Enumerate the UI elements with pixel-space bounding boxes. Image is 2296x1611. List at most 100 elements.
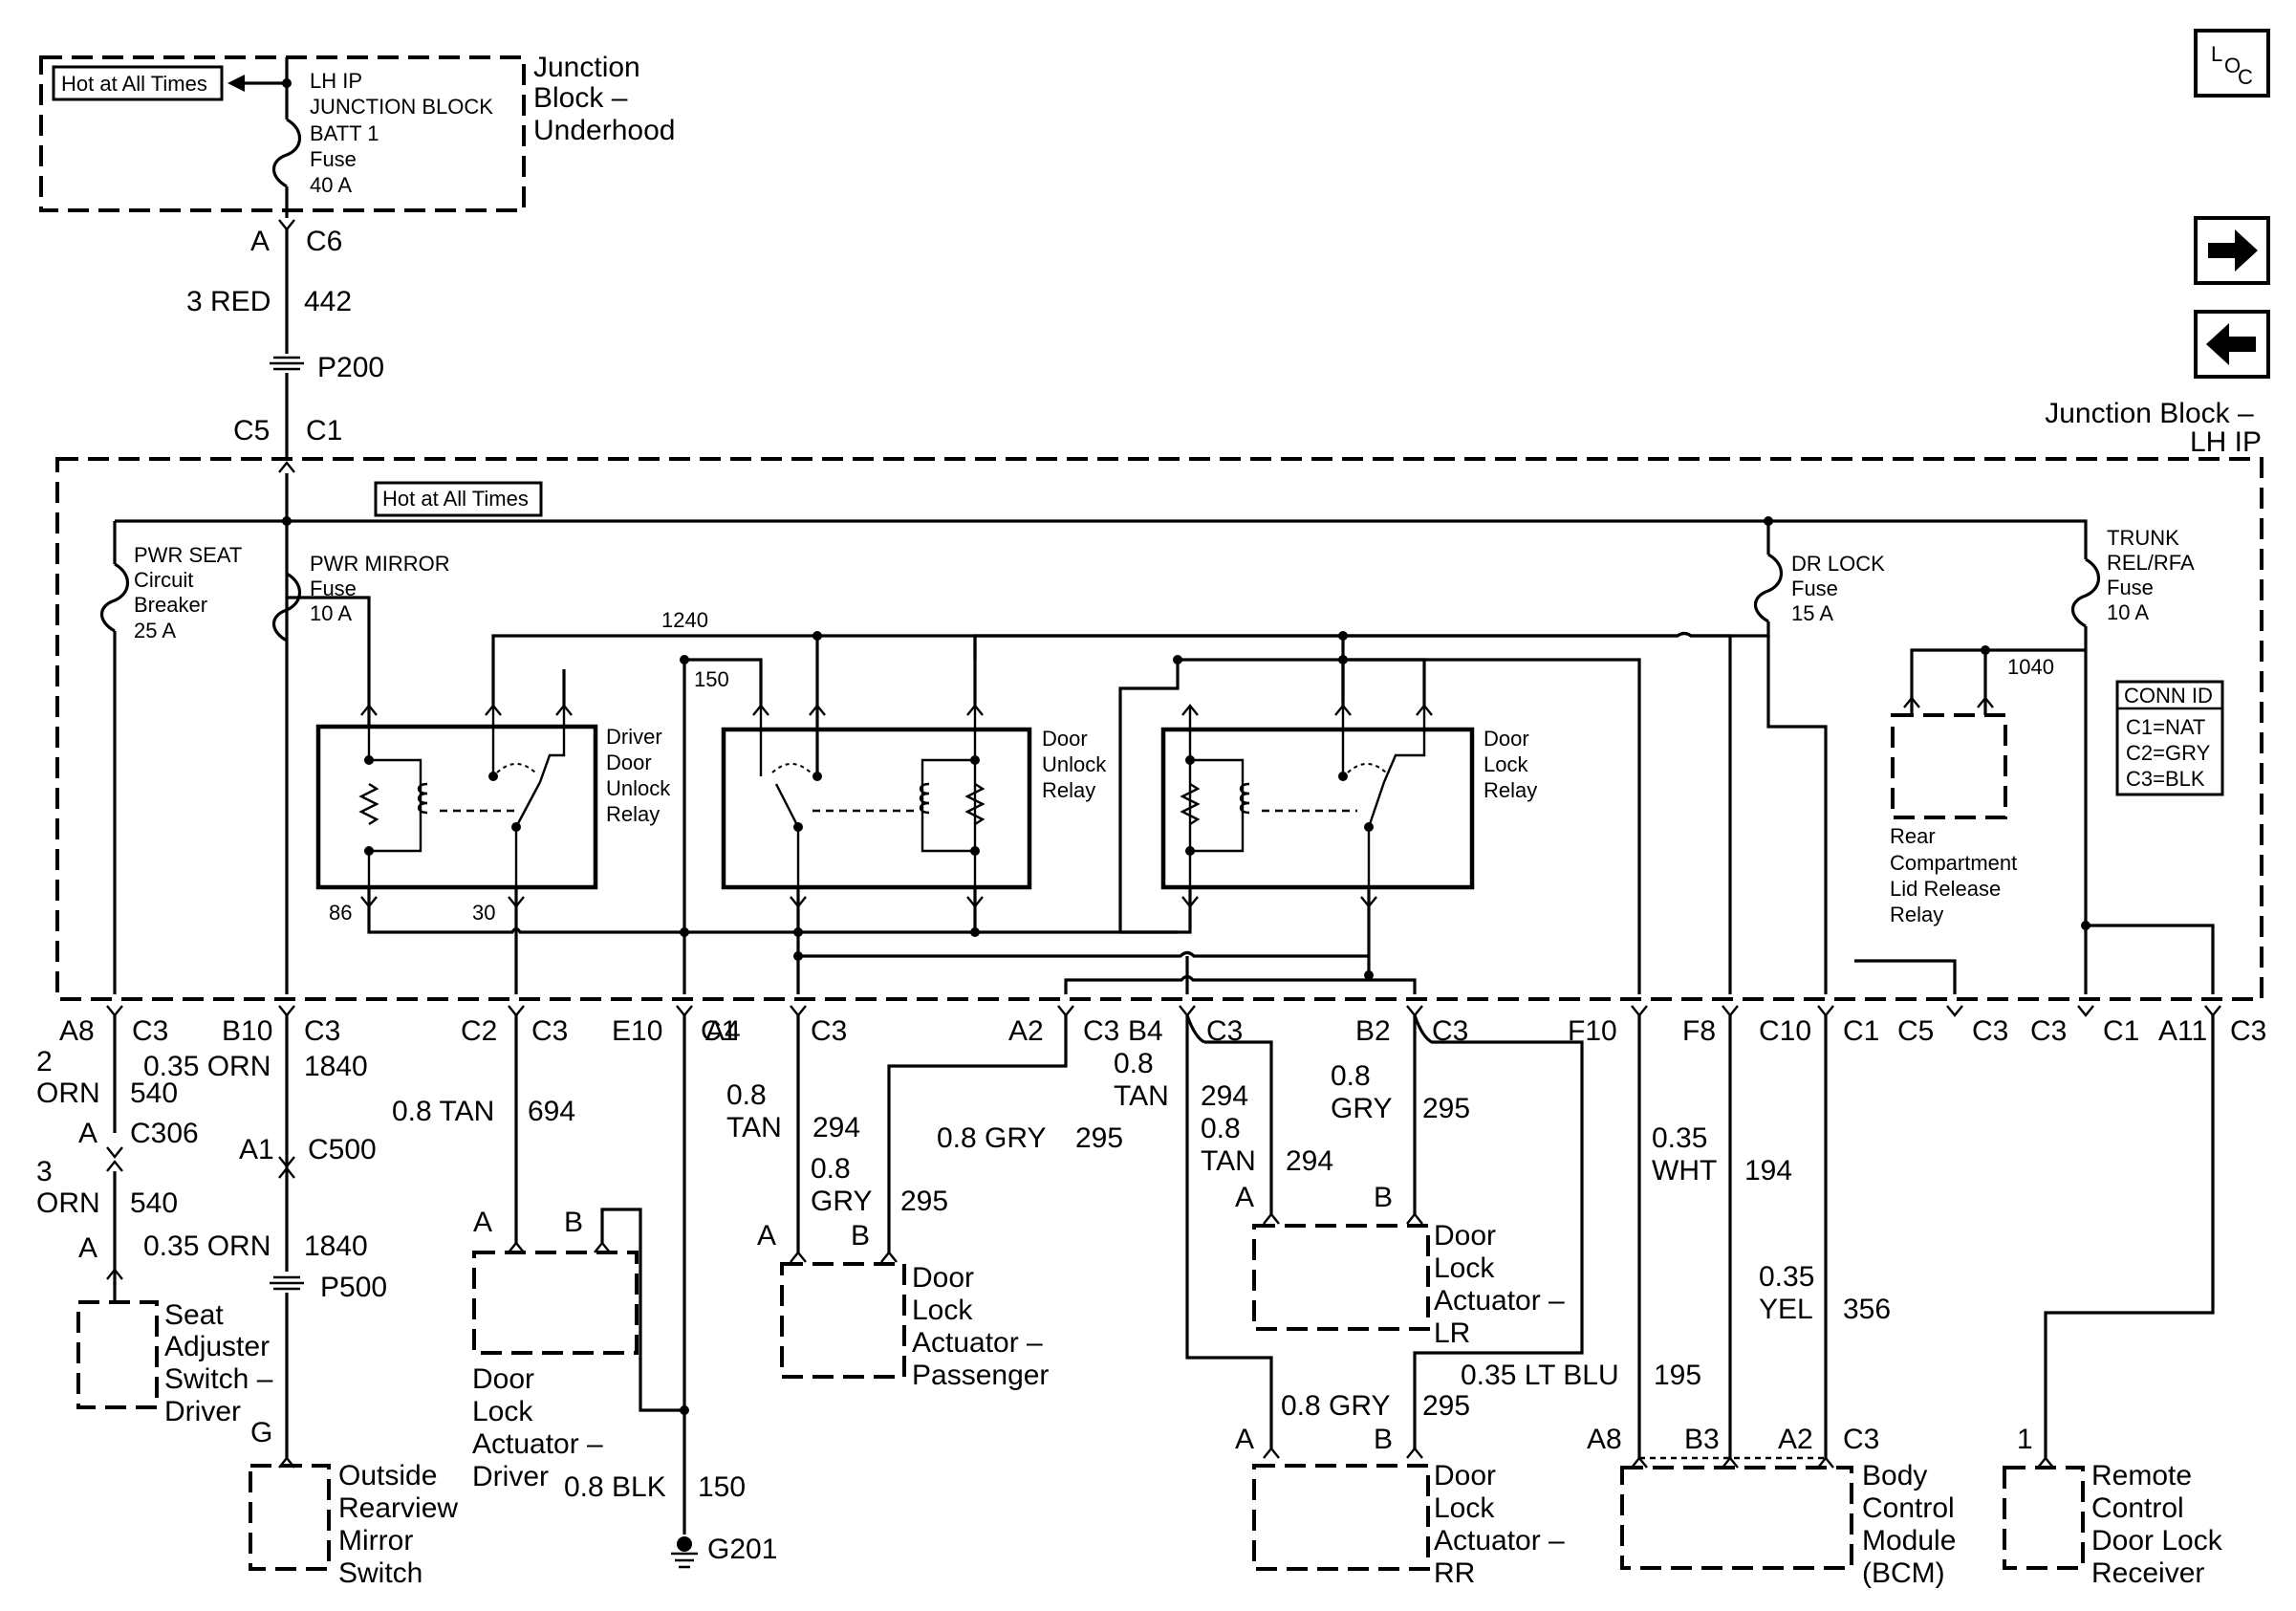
seat-adjuster-switch-box — [76, 1300, 159, 1409]
connector-id-label: C3 — [1083, 1015, 1119, 1047]
wire-0.35-orn-lower: 0.35 ORN — [143, 1230, 271, 1262]
wire-3-red: 3 RED — [186, 286, 271, 317]
location-button[interactable]: L O C — [2194, 29, 2270, 98]
pin-a-seat: A — [78, 1232, 97, 1264]
loc-letter-c: C — [2238, 65, 2253, 89]
wire-0.8-gry-passenger: 0.8 GRY — [811, 1153, 872, 1217]
loc-letter-o: O — [2224, 54, 2241, 77]
connector-id-label: C1 — [1843, 1015, 1879, 1047]
driver-door-unlock-relay-label: Driver Door Unlock Relay — [606, 725, 676, 826]
circuit-295-lr: 295 — [1422, 1093, 1470, 1124]
wire-0.8-blk: 0.8 BLK — [564, 1471, 666, 1503]
door-unlock-relay-box — [721, 727, 1032, 890]
splice-p200-symbol — [270, 356, 304, 371]
connector-pin-label: E10 — [612, 1015, 662, 1047]
pin-g-mirror: G — [250, 1417, 272, 1448]
pin-b-lr-actuator: B — [1374, 1182, 1393, 1213]
connector-id-label: C3 — [304, 1015, 340, 1047]
lh-ip-junction-block-box — [55, 457, 2264, 1001]
pwr-mirror-fuse-label: PWR MIRROR Fuse 10 A — [310, 552, 456, 625]
door-lock-relay-internals — [1180, 704, 1433, 908]
pin-b-passenger-actuator: B — [851, 1220, 870, 1252]
circuit-295-a2: 295 — [1075, 1122, 1123, 1154]
relay-pin-30: 30 — [472, 901, 495, 925]
door-lock-actuator-lr-box — [1252, 1224, 1430, 1331]
underhood-junction-block-title: Junction Block – Underhood — [533, 52, 675, 146]
connector-chevron — [1817, 1005, 1834, 1017]
circuit-442: 442 — [304, 286, 352, 317]
door-unlock-relay-label: Door Unlock Relay — [1042, 727, 1112, 802]
circuit-195: 195 — [1654, 1360, 1701, 1391]
circuit-1840-upper: 1840 — [304, 1051, 368, 1082]
connector-c6: C6 — [306, 226, 342, 257]
rear-compartment-relay-label: Rear Compartment Lid Release Relay — [1890, 824, 2023, 926]
connector-pin-label: C3 — [2030, 1015, 2067, 1047]
connector-chevron — [508, 1005, 525, 1017]
pin-a8-bcm: A8 — [1587, 1424, 1622, 1455]
wire-3-orn: 3 ORN — [36, 1156, 100, 1219]
pin-b-driver-actuator: B — [564, 1207, 583, 1238]
connector-chevron — [1946, 1005, 1963, 1017]
previous-page-button[interactable] — [2194, 310, 2270, 379]
connector-pin-label: F8 — [1682, 1015, 1716, 1047]
conn-id-c2: C2=GRY — [2126, 741, 2211, 765]
connector-id-label: C1 — [2103, 1015, 2139, 1047]
circuit-1840-lower: 1840 — [304, 1230, 368, 1262]
circuit-1240-wire — [491, 631, 1730, 706]
door-lock-relay-label: Door Lock Relay — [1484, 727, 1537, 802]
connector-id-label: C1 — [701, 1015, 737, 1047]
ground-g201: G201 — [707, 1534, 777, 1565]
connector-id-label: C3 — [1972, 1015, 2008, 1047]
outside-rearview-mirror-switch-box — [249, 1464, 331, 1571]
arrow-head-icon — [227, 75, 245, 92]
circuit-356: 356 — [1843, 1294, 1891, 1325]
connector-chevron — [1179, 1005, 1196, 1017]
body-control-module-label: Body Control Module (BCM) — [1862, 1460, 1964, 1589]
svg-text:Hot at All Times: Hot at All Times — [382, 487, 529, 511]
circuit-294-b4: 294 — [1201, 1080, 1248, 1112]
circuit-1040-label: 1040 — [2007, 655, 2054, 679]
connector-chevron — [1631, 1005, 1648, 1017]
door-lock-actuator-rr-box — [1252, 1464, 1430, 1571]
connector-id-label: C3 — [811, 1015, 847, 1047]
pin-c3-bcm: C3 — [1843, 1424, 1879, 1455]
circuit-150-ground: 150 — [698, 1471, 746, 1503]
connector-chevron — [2077, 1005, 2094, 1017]
circuit-540-upper: 540 — [130, 1078, 178, 1109]
splice-p500: P500 — [320, 1272, 387, 1303]
ground-symbol-icon — [671, 1552, 698, 1569]
circuit-150-label: 150 — [694, 667, 729, 691]
wire-0.35-orn-upper: 0.35 ORN — [143, 1051, 271, 1082]
door-lock-actuator-rr-label: Door Lock Actuator – RR — [1434, 1460, 1572, 1589]
remote-control-door-lock-receiver-label: Remote Control Door Lock Receiver — [2091, 1460, 2230, 1589]
connector-pin-label: A4 — [705, 1015, 741, 1047]
trunk-rel-rfa-fuse-symbol — [2070, 557, 2101, 628]
connector-chevron — [790, 1005, 807, 1017]
connector-pin-label: C10 — [1759, 1015, 1811, 1047]
connector-c306: C306 — [130, 1118, 199, 1149]
connector-id-label: C3 — [132, 1015, 168, 1047]
circuit-694: 694 — [528, 1096, 575, 1127]
pwr-seat-circuit-breaker-label: PWR SEAT Circuit Breaker 25 A — [134, 543, 248, 642]
pin-a-driver-actuator: A — [473, 1207, 492, 1238]
pin-b3-bcm: B3 — [1684, 1424, 1720, 1455]
hot-at-all-times-label-lh-ip: Hot at All Times — [374, 481, 543, 517]
arrow-right-icon — [2208, 229, 2258, 272]
connector-pin-label: B2 — [1355, 1015, 1391, 1047]
pwr-mirror-fuse-symbol — [271, 572, 302, 642]
trunk-rel-rfa-fuse-label: TRUNK REL/RFA Fuse 10 A — [2107, 526, 2199, 624]
connector-id-legend: CONN ID C1=NAT C2=GRY C3=BLK — [2115, 680, 2224, 796]
connector-c1-top: C1 — [306, 415, 342, 446]
wire-0.35-lt-blu: 0.35 LT BLU — [1461, 1360, 1619, 1391]
next-page-button[interactable] — [2194, 216, 2270, 285]
door-lock-actuator-driver-box — [472, 1251, 639, 1355]
circuit-295-passenger: 295 — [900, 1186, 948, 1217]
wire-0.8-tan-passenger: 0.8 TAN — [726, 1079, 782, 1143]
connector-id-label: C3 — [531, 1015, 568, 1047]
remote-control-door-lock-receiver-box — [2003, 1466, 2085, 1570]
wire-2-orn: 2 ORN — [36, 1046, 100, 1109]
pin-a-c6: A — [250, 226, 270, 257]
wire-0.8-tan-lr: 0.8 TAN — [1201, 1113, 1256, 1177]
wire-0.35-wht: 0.35 WHT — [1652, 1122, 1717, 1186]
